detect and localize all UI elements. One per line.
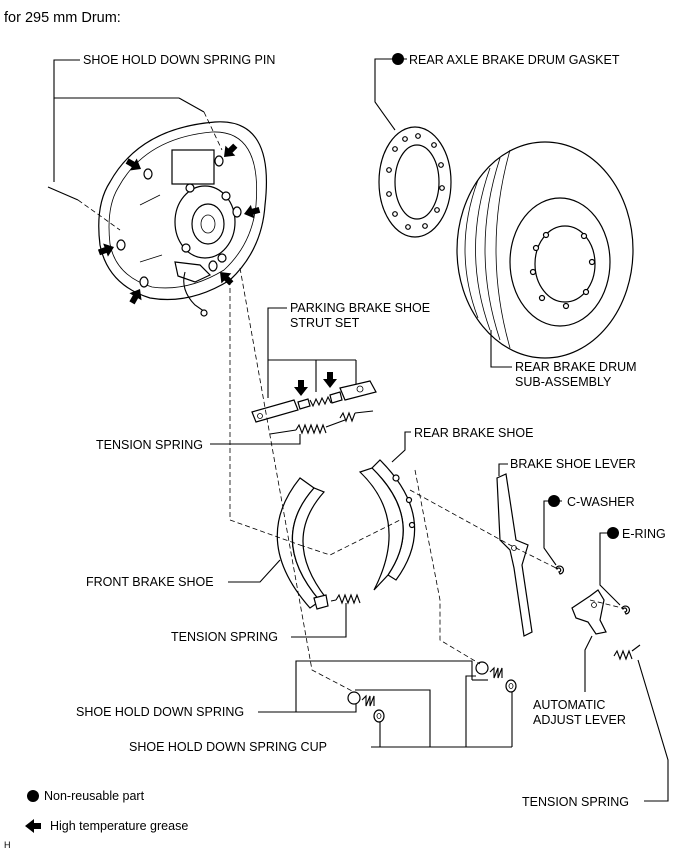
label-front-brake-shoe: FRONT BRAKE SHOE	[86, 575, 214, 589]
label-automatic-adjust-lever-line1: AUTOMATIC	[533, 698, 605, 712]
rear-brake-drum	[456, 141, 634, 359]
grease-arrow-icon	[323, 372, 337, 388]
label-rear-brake-drum-line2: SUB-ASSEMBLY	[515, 375, 612, 389]
hold-down-leaders	[258, 660, 513, 748]
legend: Non-reusable part High temperature greas…	[25, 789, 188, 833]
label-parking-brake-strut-line1: PARKING BRAKE SHOE	[290, 301, 430, 315]
hold-down-springs-and-cups	[347, 661, 517, 723]
non-reusable-icon	[392, 53, 404, 65]
label-shoe-hold-down-spring-pin: SHOE HOLD DOWN SPRING PIN	[83, 53, 275, 67]
label-c-washer: C-WASHER	[567, 495, 635, 509]
corner-code: H	[4, 840, 11, 850]
rear-axle-brake-drum-gasket	[378, 126, 452, 238]
label-tension-spring-upper: TENSION SPRING	[96, 438, 203, 452]
page-title: for 295 mm Drum:	[4, 10, 121, 26]
parking-brake-shoe-strut-set	[251, 380, 377, 423]
legend-non-reusable: Non-reusable part	[44, 789, 145, 803]
non-reusable-icon	[27, 790, 39, 802]
non-reusable-icon	[607, 527, 619, 539]
tension-spring-lower-shoes	[330, 593, 361, 605]
backing-plate-assembly	[98, 121, 267, 317]
e-ring	[621, 605, 630, 615]
label-rear-brake-shoe: REAR BRAKE SHOE	[414, 426, 533, 440]
rear-brake-shoe	[358, 459, 416, 591]
label-brake-shoe-lever: BRAKE SHOE LEVER	[510, 457, 636, 471]
label-tension-spring-middle: TENSION SPRING	[171, 630, 278, 644]
label-rear-axle-brake-drum-gasket: REAR AXLE BRAKE DRUM GASKET	[409, 53, 620, 67]
label-rear-brake-drum-line1: REAR BRAKE DRUM	[515, 360, 637, 374]
automatic-adjust-lever	[571, 589, 607, 635]
front-brake-shoe	[276, 477, 329, 610]
c-washer	[555, 565, 564, 575]
tension-spring-strut	[269, 410, 374, 435]
assembly-center-lines	[229, 267, 623, 693]
label-shoe-hold-down-spring: SHOE HOLD DOWN SPRING	[76, 705, 244, 719]
shoe-hold-down-spring-pins	[47, 59, 223, 231]
grease-arrow-icon	[294, 380, 308, 396]
grease-arrow-icon	[25, 819, 41, 833]
label-parking-brake-strut-line2: STRUT SET	[290, 316, 360, 330]
non-reusable-icon	[548, 495, 560, 507]
brake-shoe-lever	[496, 473, 533, 637]
label-tension-spring-lower: TENSION SPRING	[522, 795, 629, 809]
label-shoe-hold-down-spring-cup: SHOE HOLD DOWN SPRING CUP	[129, 740, 327, 754]
label-e-ring: E-RING	[622, 527, 666, 541]
legend-grease: High temperature grease	[50, 819, 188, 833]
label-automatic-adjust-lever-line2: ADJUST LEVER	[533, 713, 626, 727]
adjuster-tension-spring	[613, 644, 641, 661]
strut-set-leaders	[267, 307, 357, 398]
